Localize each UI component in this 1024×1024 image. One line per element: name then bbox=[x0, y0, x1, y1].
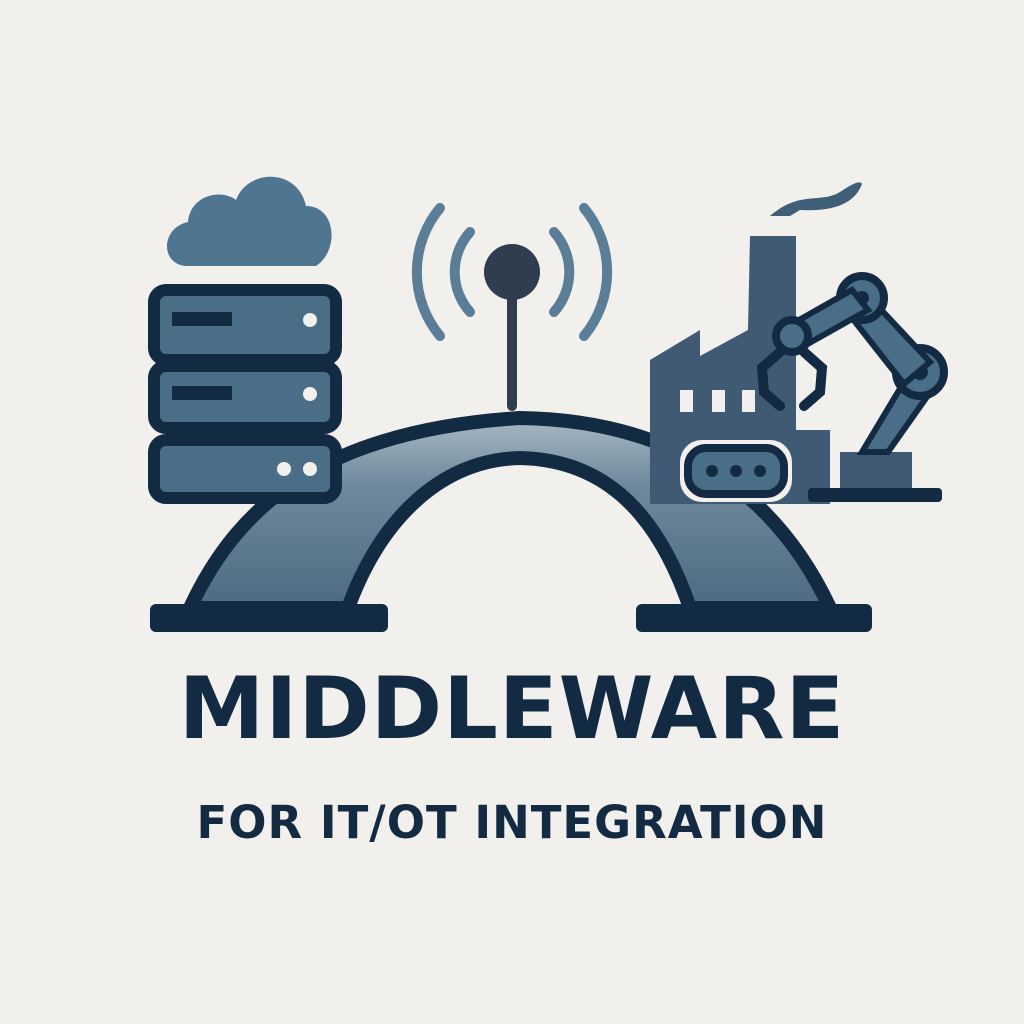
logo-subtitle: FOR IT/OT INTEGRATION bbox=[196, 796, 828, 849]
factory-icon bbox=[650, 182, 862, 504]
logo-title: MIDDLEWARE bbox=[178, 659, 846, 759]
conveyor-icon bbox=[680, 440, 792, 502]
cloud-icon bbox=[167, 176, 332, 266]
robot-arm-icon bbox=[756, 272, 948, 502]
antenna-icon bbox=[411, 203, 613, 411]
server-rack-icon bbox=[148, 284, 342, 504]
logo-illustration bbox=[148, 176, 948, 632]
